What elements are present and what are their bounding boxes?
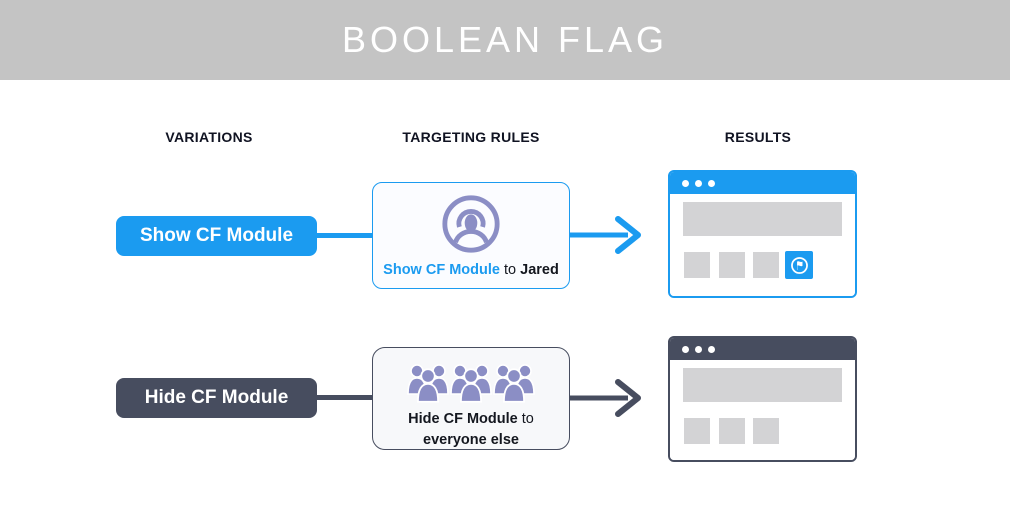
placeholder-tile — [753, 418, 779, 444]
window-dot-icon — [708, 179, 715, 187]
browser-titlebar — [670, 172, 855, 194]
placeholder-tile — [719, 252, 745, 278]
rule-connector-word: to — [504, 262, 521, 278]
banner: BOOLEAN FLAG — [0, 0, 1010, 80]
window-dot-icon — [682, 345, 689, 353]
placeholder-tile — [684, 252, 710, 278]
result-browser-hide — [668, 336, 857, 462]
arrow-show-to-result — [568, 213, 652, 257]
column-header-results: RESULTS — [724, 129, 792, 145]
placeholder-tile — [753, 252, 779, 278]
variation-pill-show-cf-module: Show CF Module — [116, 216, 317, 256]
targeting-rule-card-show: Show CF Module to Jared — [372, 182, 570, 289]
window-dot-icon — [682, 179, 689, 187]
targeting-rule-text-show: Show CF Module to Jared — [383, 260, 559, 281]
arrow-hide-to-result — [568, 376, 652, 420]
rule-target: Jared — [520, 262, 559, 278]
single-user-avatar-icon — [440, 193, 502, 260]
crowd-icon — [405, 360, 537, 409]
placeholder-banner — [683, 202, 842, 236]
page-title: BOOLEAN FLAG — [341, 19, 669, 60]
window-dot-icon — [708, 345, 715, 353]
rule-connector-word: to — [521, 411, 534, 427]
rule-flag-name: Hide CF Module — [408, 411, 518, 427]
column-header-variations: VARIATIONS — [165, 129, 253, 145]
cf-module-tile — [785, 251, 813, 279]
result-browser-show — [668, 170, 857, 298]
window-dot-icon — [695, 345, 702, 353]
browser-titlebar — [670, 338, 855, 360]
browser-body — [670, 194, 855, 296]
rule-target: everyone else — [423, 432, 519, 449]
placeholder-tile — [684, 418, 710, 444]
placeholder-tile — [719, 418, 745, 444]
column-header-targeting-rules: TARGETING RULES — [402, 129, 540, 145]
flag-circle-icon — [790, 256, 808, 274]
connector-line-hide — [315, 395, 372, 400]
window-dot-icon — [695, 179, 702, 187]
placeholder-banner — [683, 368, 842, 402]
rule-flag-name: Show CF Module — [383, 262, 500, 278]
connector-line-show — [315, 233, 372, 238]
browser-body — [670, 360, 855, 460]
targeting-rule-card-hide: Hide CF Module to everyone else — [372, 347, 570, 450]
targeting-rule-text-hide: Hide CF Module to everyone else — [408, 409, 534, 451]
variation-pill-hide-cf-module: Hide CF Module — [116, 378, 317, 418]
